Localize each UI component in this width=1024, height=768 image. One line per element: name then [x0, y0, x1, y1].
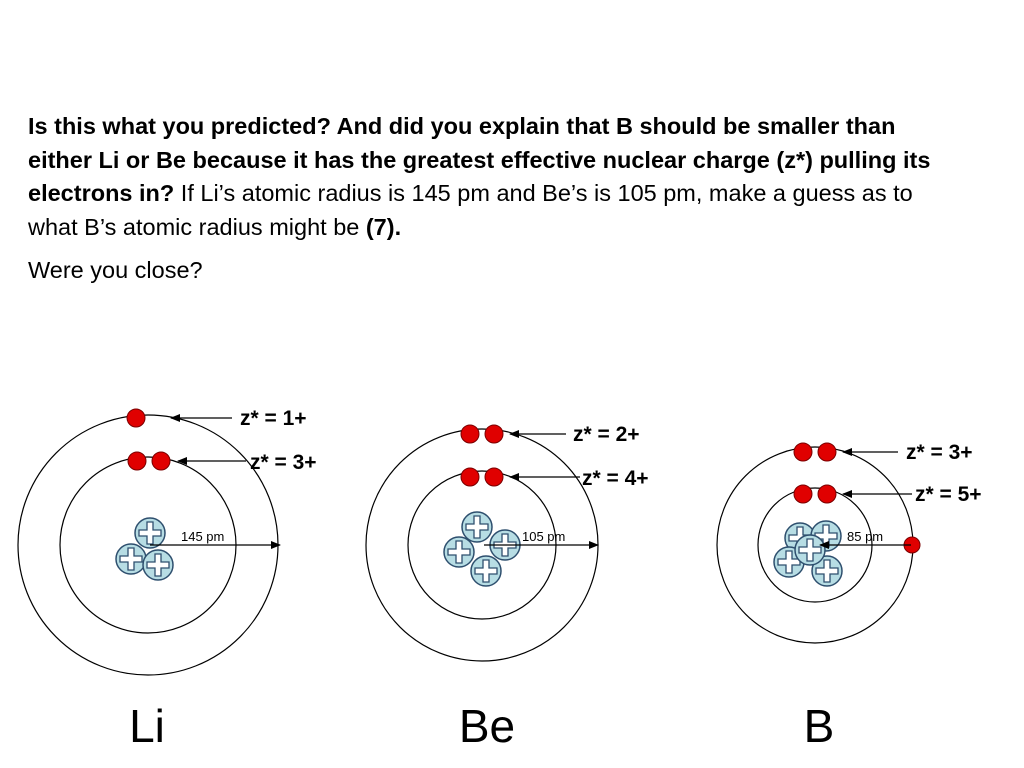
be-proton-1 — [461, 511, 493, 543]
be-nucleus — [443, 511, 521, 587]
be-inner-electron-2 — [484, 467, 504, 487]
b-element-name: B — [804, 700, 835, 752]
li-element-name: Li — [129, 700, 165, 752]
b-proton-5 — [794, 534, 826, 566]
li-inner-electron-2 — [151, 451, 171, 471]
be-outer-electron-2 — [484, 424, 504, 444]
li-outer-electron — [126, 408, 146, 428]
be-inner-z-label: z* = 4+ — [582, 467, 649, 490]
li-inner-z-label: z* = 3+ — [250, 451, 317, 474]
b-outer-z-label: z* = 3+ — [906, 441, 973, 464]
b-inner-electron-2 — [817, 484, 837, 504]
be-element-name: Be — [459, 700, 515, 752]
be-inner-electron-1 — [460, 467, 480, 487]
li-inner-electron-1 — [127, 451, 147, 471]
be-proton-2 — [443, 536, 475, 568]
b-inner-electron-1 — [793, 484, 813, 504]
li-proton-1 — [134, 517, 166, 549]
followup-text: Were you close? — [28, 257, 203, 283]
b-outer-electron-1 — [793, 442, 813, 462]
be-proton-4 — [470, 555, 502, 587]
b-outer-electron-2 — [817, 442, 837, 462]
question-plain-part: If Li’s atomic radius is 145 pm and Be’s… — [28, 180, 913, 240]
li-proton-3 — [142, 549, 174, 581]
be-radius-label: 105 pm — [522, 529, 565, 544]
li-atom: z* = 1+ z* = 3+ 145 pm Li — [17, 407, 317, 752]
question-paragraph: Is this what you predicted? And did you … — [28, 110, 958, 244]
question-bold-part: Is this what you predicted? And did you … — [28, 113, 931, 206]
li-nucleus — [115, 517, 174, 581]
b-atom: z* = 3+ z* = 5+ 85 pm B — [716, 441, 982, 752]
b-radius-label: 85 pm — [847, 529, 883, 544]
be-atom: z* = 2+ z* = 4+ 105 pm Be — [365, 423, 649, 752]
b-nucleus — [773, 520, 843, 587]
be-outer-electron-1 — [460, 424, 480, 444]
b-inner-z-label: z* = 5+ — [915, 483, 982, 506]
li-proton-2 — [115, 543, 147, 575]
li-outer-z-label: z* = 1+ — [240, 407, 307, 430]
be-outer-z-label: z* = 2+ — [573, 423, 640, 446]
li-radius-label: 145 pm — [181, 529, 224, 544]
question-number: (7). — [365, 213, 402, 240]
